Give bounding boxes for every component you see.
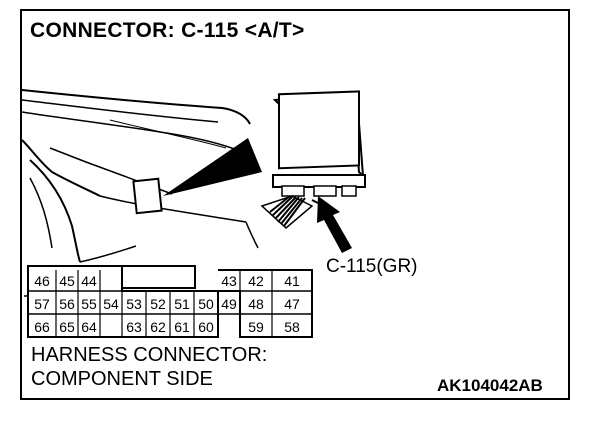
pin-47: 47 (284, 296, 300, 312)
pin-63: 63 (126, 319, 142, 335)
connector-note-line2: COMPONENT SIDE (31, 368, 213, 390)
pin-55: 55 (81, 296, 97, 312)
pin-60: 60 (198, 319, 214, 335)
pin-51: 51 (174, 296, 190, 312)
ecu-under-dash-icon (132, 177, 163, 215)
pin-43: 43 (221, 273, 237, 289)
pin-58: 58 (284, 319, 300, 335)
connector-note-line1: HARNESS CONNECTOR: (31, 344, 268, 366)
pin-66: 66 (34, 319, 50, 335)
pin-49: 49 (221, 296, 237, 312)
pin-56: 56 (59, 296, 75, 312)
pin-53: 53 (126, 296, 142, 312)
pin-41: 41 (284, 273, 300, 289)
pin-65: 65 (59, 319, 75, 335)
dashboard-illustration (21, 89, 259, 263)
pin-48: 48 (248, 296, 264, 312)
pin-57: 57 (34, 296, 50, 312)
control-unit-icon (272, 90, 366, 197)
pin-numbers: 46 45 44 43 42 41 57 56 55 54 53 52 51 50 49 48 47 66 65 64… (34, 273, 300, 335)
wire-harness-icon (260, 195, 333, 229)
diagram-title: CONNECTOR: C-115 <A/T> (30, 19, 305, 42)
diagram-frame (20, 9, 570, 400)
pin-42: 42 (248, 273, 264, 289)
pin-46: 46 (34, 273, 50, 289)
connector-arrow-icon (317, 196, 352, 253)
pin-52: 52 (150, 296, 166, 312)
connector-label: C-115(GR) (326, 256, 418, 277)
connector-face (24, 265, 313, 338)
pin-44: 44 (81, 273, 97, 289)
pin-61: 61 (174, 319, 190, 335)
pin-54: 54 (103, 296, 119, 312)
pin-64: 64 (81, 319, 97, 335)
leader-wedge-icon (163, 138, 262, 196)
pin-62: 62 (150, 319, 166, 335)
pin-59: 59 (248, 319, 264, 335)
figure-id: AK104042AB (437, 376, 543, 395)
pin-45: 45 (59, 273, 75, 289)
pin-50: 50 (198, 296, 214, 312)
